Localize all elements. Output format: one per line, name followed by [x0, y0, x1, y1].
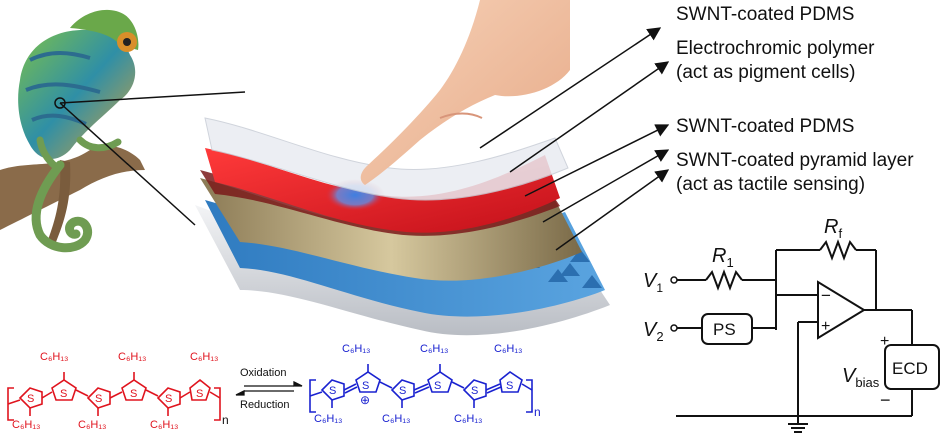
magnify-line-top: [59, 91, 246, 104]
arrow-polymer: [509, 61, 670, 173]
hexyl-label: C₆H₁₃: [78, 419, 107, 431]
arrow-mid-pdms: [524, 124, 670, 197]
hexyl-label: C₆H₁₃: [12, 419, 41, 431]
magnify-line-bottom: [59, 102, 196, 226]
polymer-reduced-labels: C₆H₁₃ C₆H₁₃ C₆H₁₃ C₆H₁₃ C₆H₁₃ C₆H₁₃ S S …: [12, 351, 219, 431]
leader-arrows: [479, 27, 670, 251]
hexyl-label: C₆H₁₃: [40, 351, 69, 363]
bias-minus: −: [880, 390, 891, 410]
sulfur-atom: S: [95, 393, 102, 405]
opamp-plus: +: [821, 318, 830, 335]
hexyl-label: C₆H₁₃: [190, 351, 219, 363]
device-stack: [195, 117, 610, 336]
reduction-label: Reduction: [240, 399, 290, 411]
sulfur-atom: S: [60, 388, 67, 400]
oxidation-label: Oxidation: [240, 367, 286, 379]
readout-circuit: [676, 239, 940, 433]
hand-icon: [360, 0, 570, 185]
label-vbias: Vbias: [842, 365, 880, 390]
polymer-oxidized-form: [309, 364, 533, 413]
label-pigment-cells: (act as pigment cells): [676, 62, 856, 83]
hexyl-label: C₆H₁₃: [420, 343, 449, 355]
circuit-terminals: [670, 276, 678, 332]
arrow-pyramid-base: [555, 169, 670, 251]
ps-label: PS: [713, 320, 736, 339]
sulfur-atom: S: [130, 388, 137, 400]
circuit-labels: V1 V2 R1 Rf PS ECD Vbias − + + −: [643, 216, 928, 410]
hexyl-label: C₆H₁₃: [382, 413, 411, 425]
polymer-oxidized-labels: C₆H₁₃ C₆H₁₃ C₆H₁₃ C₆H₁₃ C₆H₁₃ C₆H₁₃ S S …: [314, 343, 523, 425]
positive-charge: ⊕: [360, 393, 370, 407]
sulfur-atom: S: [329, 385, 336, 397]
label-v2: V2: [643, 319, 664, 344]
hexyl-label: C₆H₁₃: [342, 343, 371, 355]
resistor-r1: [705, 269, 743, 291]
label-middle-pdms: SWNT-coated PDMS: [676, 116, 855, 137]
resistor-rf: [819, 239, 857, 261]
sulfur-atom: S: [471, 385, 478, 397]
polymer-reduced-form: [7, 372, 221, 421]
chameleon-icon: [0, 9, 145, 253]
terminal-v2: [670, 324, 678, 332]
label-tactile-sensing: (act as tactile sensing): [676, 174, 866, 195]
repeat-n-oxidized: n: [534, 405, 541, 419]
sulfur-atom: S: [196, 388, 203, 400]
arrow-top-pdms: [479, 27, 662, 149]
arrow-pyramid: [542, 149, 670, 223]
equilibrium-arrows: [235, 380, 303, 396]
sulfur-atom: S: [506, 380, 513, 392]
op-amp: [817, 280, 866, 340]
sulfur-atom: S: [434, 380, 441, 392]
bias-plus: +: [880, 333, 889, 350]
repeat-n-reduced: n: [222, 413, 229, 427]
sulfur-atom: S: [27, 393, 34, 405]
terminal-v1: [670, 276, 678, 284]
sulfur-atom: S: [165, 393, 172, 405]
ecd-label: ECD: [892, 359, 928, 378]
label-electrochromic-polymer: Electrochromic polymer: [676, 38, 875, 59]
hexyl-label: C₆H₁₃: [454, 413, 483, 425]
label-pyramid-layer: SWNT-coated pyramid layer: [676, 150, 914, 171]
hexyl-label: C₆H₁₃: [314, 413, 343, 425]
sulfur-atom: S: [362, 380, 369, 392]
hexyl-label: C₆H₁₃: [150, 419, 179, 431]
label-r1: R1: [712, 245, 734, 270]
sulfur-atom: S: [399, 385, 406, 397]
label-top-pdms: SWNT-coated PDMS: [676, 4, 855, 25]
label-rf: Rf: [824, 216, 842, 241]
label-v1: V1: [643, 270, 663, 295]
hexyl-label: C₆H₁₃: [494, 343, 523, 355]
hexyl-label: C₆H₁₃: [118, 351, 147, 363]
opamp-minus: −: [821, 286, 831, 305]
